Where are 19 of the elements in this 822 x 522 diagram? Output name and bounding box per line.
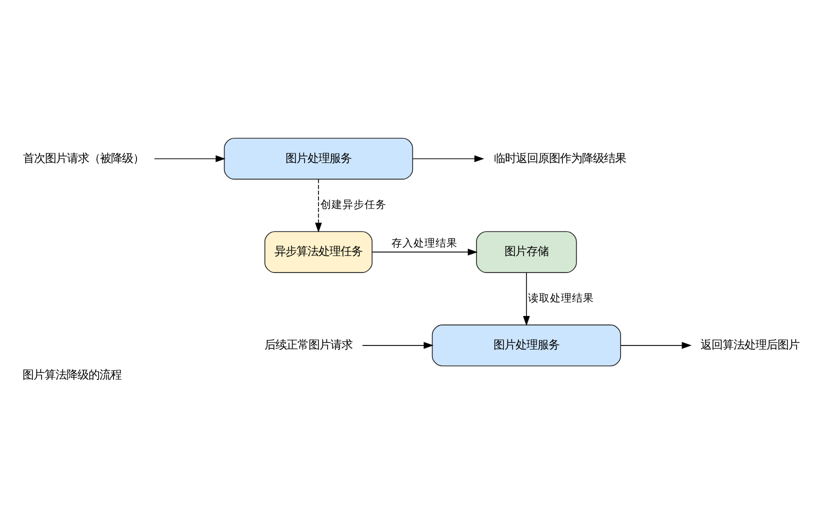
node-text: 后续正常图片请求 — [264, 336, 353, 351]
arrow — [620, 341, 692, 348]
node-box: 图片处理服务 — [432, 324, 622, 366]
node-box: 图片处理服务 — [224, 137, 414, 180]
arrow — [372, 248, 478, 256]
edge-label: 读取处理结果 — [528, 291, 594, 304]
node-box: 图片存储 — [476, 230, 577, 272]
node-box: 异步算法处理任务 — [264, 230, 373, 272]
edge-label: 存入处理结果 — [391, 236, 458, 250]
node-text: 临时返回原图作为降级结果 — [494, 150, 626, 164]
caption: 图片算法降级的流程 — [22, 366, 122, 381]
arrow — [315, 178, 322, 232]
node-text: 返回算法处理后图片 — [700, 336, 800, 351]
arrow — [154, 154, 226, 162]
arrow — [412, 154, 484, 162]
arrow — [523, 272, 530, 326]
arrow — [362, 341, 434, 348]
edge-label: 创建异步任务 — [320, 198, 386, 211]
node-text: 首次图片请求（被降级） — [22, 150, 144, 164]
